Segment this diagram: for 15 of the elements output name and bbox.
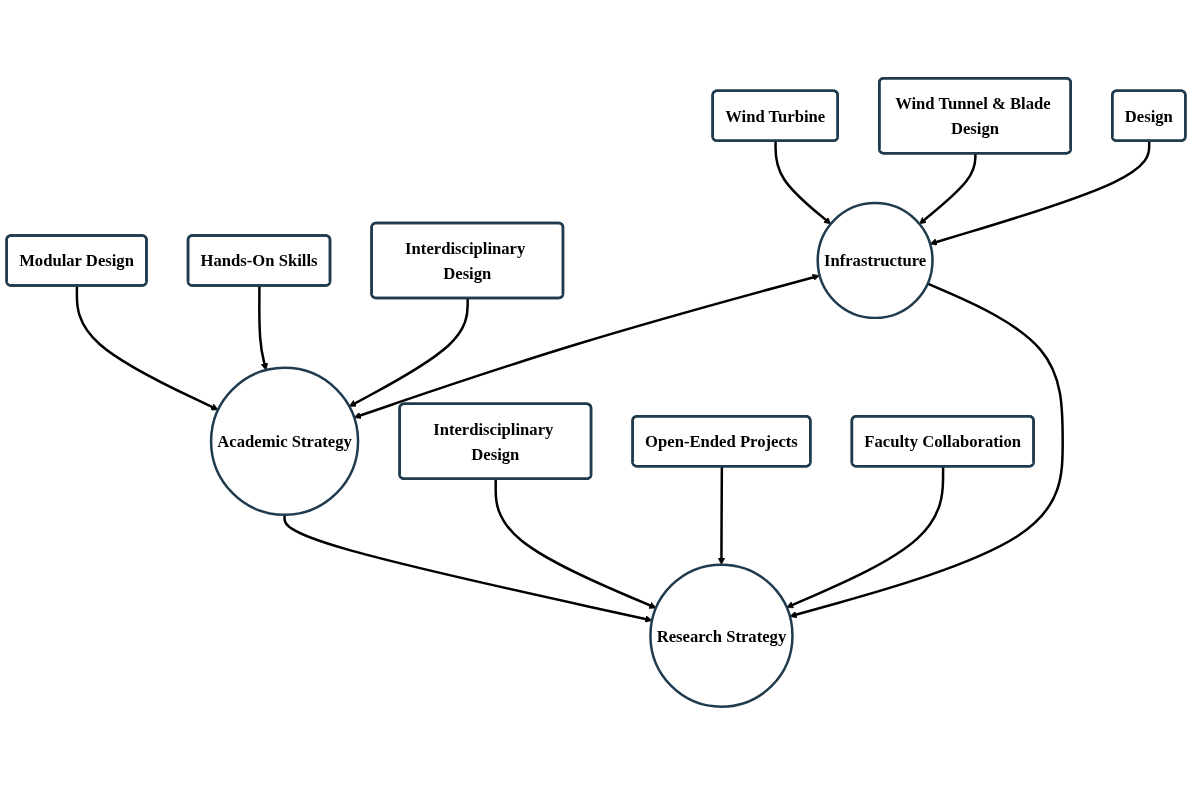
arrow	[786, 466, 945, 609]
node-circle: Academic Strategy	[209, 366, 360, 516]
arrow	[494, 479, 657, 609]
arrow	[774, 141, 832, 225]
arrow	[717, 466, 726, 565]
arrow	[353, 273, 820, 419]
arrow	[929, 141, 1151, 246]
node-circle: Research Strategy	[649, 563, 794, 708]
arrow	[789, 282, 1064, 619]
arrow	[919, 153, 977, 225]
node-circle: Infrastructure	[816, 201, 934, 320]
arrow	[258, 285, 268, 371]
arrow	[75, 285, 219, 411]
arrow	[283, 514, 653, 623]
arrow	[348, 298, 469, 407]
